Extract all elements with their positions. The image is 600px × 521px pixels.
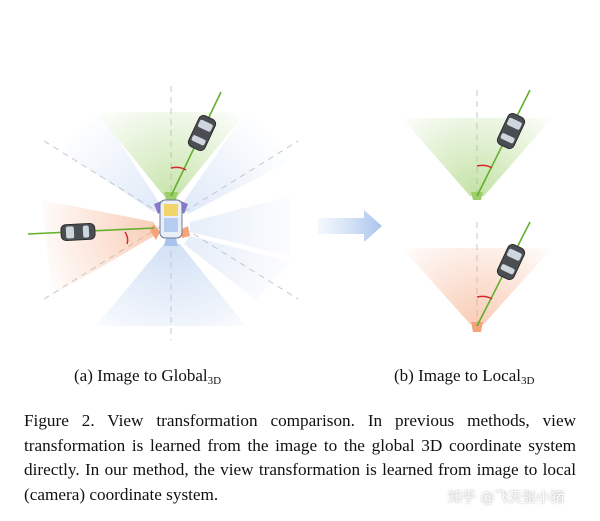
transition-arrow — [318, 210, 382, 242]
panel-a-global — [27, 86, 299, 340]
panel-b-local — [402, 89, 552, 332]
target-car-front — [187, 115, 217, 151]
angle-arc-left — [124, 231, 129, 245]
frustum-front-left — [60, 112, 160, 212]
subfigure-label-b-subscript: 3D — [520, 375, 535, 387]
camera-chip-side — [471, 322, 483, 332]
subfigure-label-b: (b) Image to Local3D — [394, 366, 535, 387]
target-car-left — [60, 222, 96, 242]
subfigure-label-a-subscript: 3D — [207, 375, 222, 387]
frustum-front-right — [182, 112, 292, 214]
angle-arc-front — [170, 166, 187, 171]
figure-caption: Figure 2. View transformation comparison… — [24, 411, 576, 504]
local-frame-front — [402, 89, 552, 200]
local-frame-side — [402, 221, 552, 332]
ego-vehicle — [150, 192, 190, 246]
watermark: 知乎 @飞天张小猪 — [448, 490, 565, 506]
figure-illustration — [27, 86, 552, 340]
frustum-back — [96, 244, 246, 326]
subfigure-label-a: (a) Image to Global3D — [74, 366, 222, 387]
frustum-left-orange — [42, 200, 154, 296]
frustum-right — [190, 196, 290, 256]
frustum-back-right — [184, 236, 292, 300]
